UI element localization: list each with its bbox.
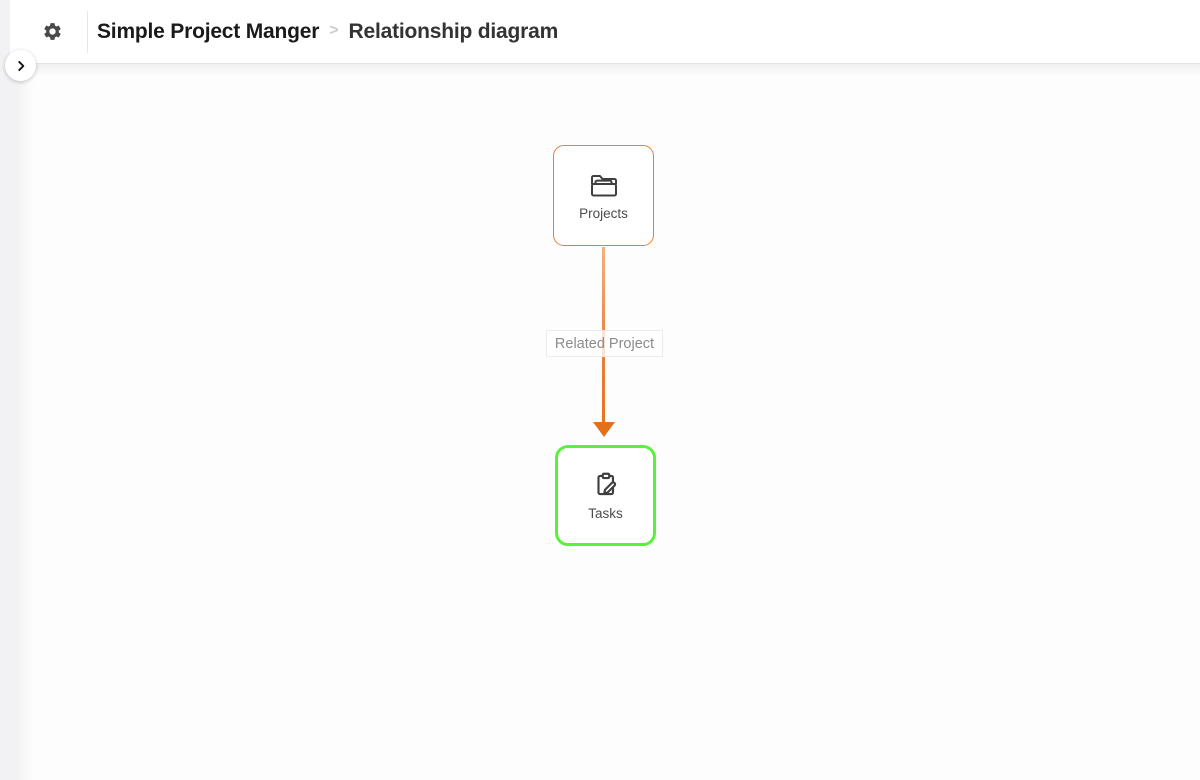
node-label: Tasks: [588, 506, 623, 522]
node-projects[interactable]: Projects: [553, 145, 654, 246]
breadcrumb-separator: >: [329, 21, 339, 39]
edge-arrowhead-icon: [593, 422, 615, 437]
edge-label-related-project[interactable]: Related Project: [546, 330, 663, 357]
settings-button[interactable]: [38, 18, 66, 46]
expand-nav-button[interactable]: [5, 50, 36, 81]
breadcrumb-app-name[interactable]: Simple Project Manger: [97, 19, 320, 43]
diagram-canvas[interactable]: Related Project Projects Tasks: [18, 64, 1200, 780]
open-folder-icon: [588, 170, 620, 200]
clipboard-edit-icon: [591, 470, 621, 500]
node-label: Projects: [579, 206, 628, 222]
top-header-bar: Simple Project Manger > Relationship dia…: [10, 0, 1200, 77]
breadcrumb-page-name: Relationship diagram: [348, 19, 559, 43]
node-tasks[interactable]: Tasks: [555, 445, 656, 546]
breadcrumb: Simple Project Manger > Relationship dia…: [97, 20, 558, 44]
gear-icon: [42, 21, 63, 42]
chevron-right-icon: [14, 59, 28, 73]
header-divider: [87, 10, 88, 53]
